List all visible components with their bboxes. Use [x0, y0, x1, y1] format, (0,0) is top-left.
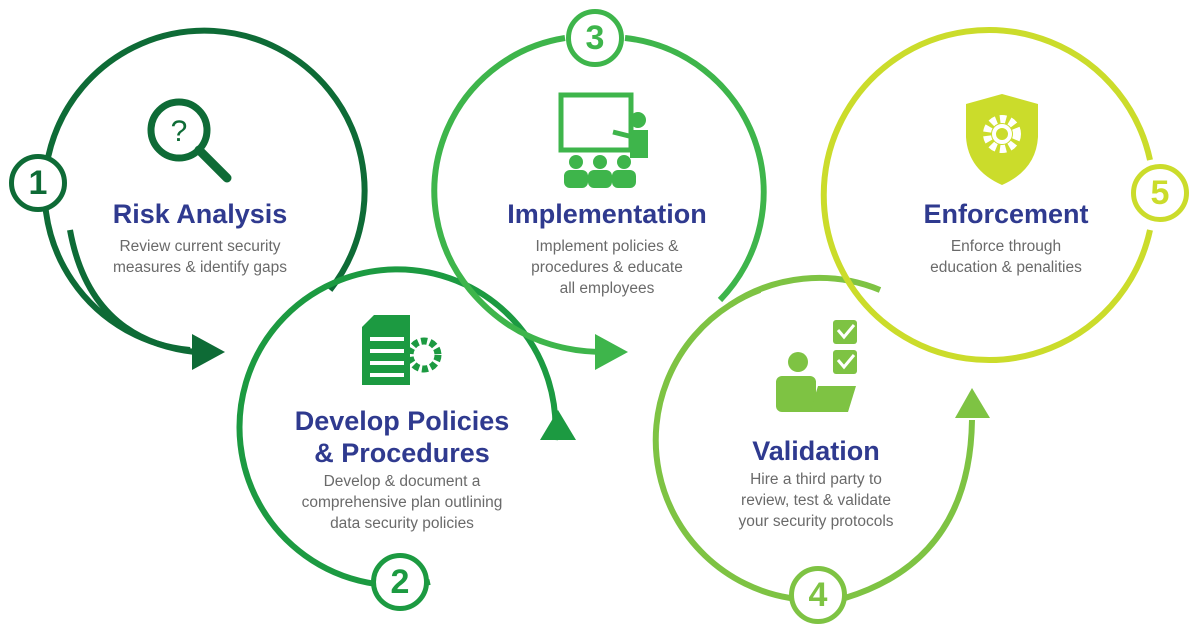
- person-checklist-icon: [776, 320, 857, 412]
- step1-description: Review current security measures & ident…: [70, 236, 330, 278]
- step1-title: Risk Analysis: [112, 199, 288, 229]
- step3-arrow-icon: [595, 334, 628, 370]
- desc-line: comprehensive plan outlining: [301, 494, 503, 511]
- presentation-audience-icon: [558, 92, 648, 188]
- title-line: Develop Policies: [294, 406, 510, 436]
- step1-arrow-tail: [67, 229, 196, 355]
- step4-text: Validation Hire a third party to review,…: [686, 435, 946, 532]
- step2-text: Develop Policies & Procedures Develop & …: [262, 405, 542, 534]
- step3-description: Implement policies & procedures & educat…: [477, 236, 737, 299]
- step3-ring: [431, 35, 767, 355]
- step3-title: Implementation: [507, 199, 707, 229]
- desc-line: Enforce through: [950, 238, 1062, 255]
- step5-ring: [820, 27, 1153, 363]
- step4-number-badge: 4: [789, 566, 847, 624]
- desc-line: data security policies: [330, 515, 474, 532]
- desc-line: Hire a third party to: [750, 471, 882, 488]
- title-line: & Procedures: [314, 438, 490, 468]
- step3-text: Implementation Implement policies & proc…: [477, 198, 737, 299]
- step1-ring: [41, 27, 368, 353]
- desc-line: all employees: [559, 280, 655, 297]
- step2-arrow-icon: [540, 410, 576, 440]
- step2-title: Develop Policies & Procedures: [262, 405, 542, 469]
- document-gear-icon: [362, 315, 442, 385]
- step5-description: Enforce through education & penalities: [876, 236, 1136, 278]
- step4-ring: [652, 287, 975, 601]
- desc-line: review, test & validate: [741, 492, 891, 509]
- desc-line: Implement policies &: [535, 238, 679, 255]
- step2-number-badge: 2: [371, 553, 429, 611]
- step4-title: Validation: [752, 436, 880, 466]
- step4-description: Hire a third party to review, test & val…: [686, 469, 946, 532]
- desc-line: Review current security: [119, 238, 281, 255]
- step5-number-badge: 5: [1131, 164, 1189, 222]
- desc-line: measures & identify gaps: [112, 259, 288, 276]
- step2-description: Develop & document a comprehensive plan …: [262, 471, 542, 534]
- desc-line: your security protocols: [738, 513, 894, 530]
- desc-line: procedures & educate: [531, 259, 683, 276]
- magnifier-question-icon: ?: [147, 98, 232, 183]
- desc-line: education & penalities: [930, 259, 1082, 276]
- desc-line: Develop & document a: [323, 473, 481, 490]
- step1-text: Risk Analysis Review current security me…: [70, 198, 330, 278]
- step5-text: Enforcement Enforce through education & …: [876, 198, 1136, 278]
- step2-ring: [236, 266, 559, 589]
- step1-number-badge: 1: [9, 154, 67, 212]
- step5-title: Enforcement: [923, 199, 1089, 229]
- step3-number-badge: 3: [566, 9, 624, 67]
- shield-gear-icon: [966, 94, 1038, 185]
- step1-arrow-icon: [192, 334, 225, 370]
- svg-text:?: ?: [171, 115, 188, 148]
- step4-arrow-icon: [955, 388, 990, 418]
